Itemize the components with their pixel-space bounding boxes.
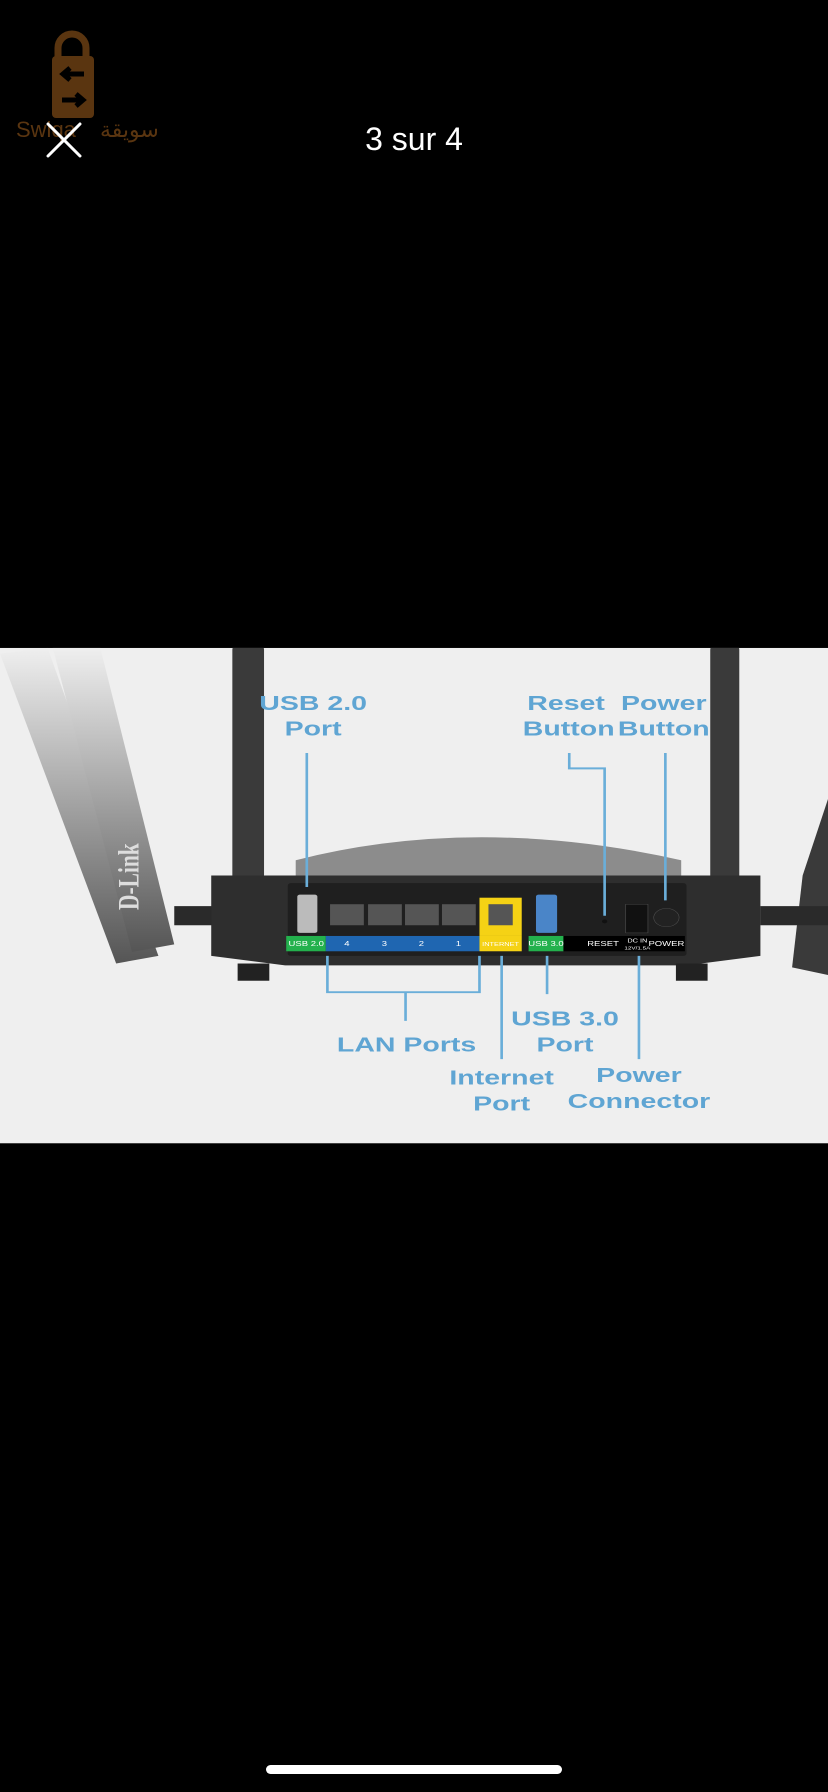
lan-ports [330, 904, 476, 926]
callout-internet-line1: Internet [449, 1066, 554, 1089]
left-antennas: D-Link [0, 647, 175, 964]
close-icon[interactable] [44, 120, 84, 160]
strip-dcin-spec: 12V/1.5A [624, 946, 650, 951]
router-vent [295, 837, 682, 876]
power-connector [625, 904, 649, 934]
strip-reset: RESET [587, 939, 619, 947]
strip-dcin: DC IN [627, 938, 647, 944]
strip-lan-1: 1 [456, 939, 462, 947]
antenna [232, 647, 265, 922]
brand-label: D-Link [112, 843, 145, 910]
strip-usb2: USB 2.0 [289, 939, 325, 947]
strip-lan-2: 2 [419, 939, 425, 947]
logo-arabic-text: سويقة [100, 118, 159, 143]
usb2-port [297, 894, 318, 933]
strip-power: POWER [648, 939, 684, 947]
callout-power-connector-line1: Power [596, 1064, 682, 1087]
callout-lan: LAN Ports [337, 1033, 476, 1056]
callout-power-button-line1: Power [621, 692, 707, 715]
callout-reset-line2: Button [523, 717, 615, 740]
store-logo: Swiqa سويقة [16, 30, 159, 143]
strip-usb3: USB 3.0 [528, 939, 564, 947]
strip-lan-3: 3 [382, 939, 388, 947]
callout-usb2-line1: USB 2.0 [259, 692, 367, 715]
callout-usb2-line2: Port [285, 717, 342, 740]
callout-internet-line2: Port [473, 1092, 530, 1115]
strip-internet: INTERNET [482, 942, 519, 948]
callout-usb3-line2: Port [537, 1033, 594, 1056]
reset-button [601, 919, 608, 924]
callout-usb3-line1: USB 3.0 [511, 1007, 619, 1030]
callout-power-button-line2: Button [618, 717, 710, 740]
antenna [710, 647, 740, 922]
callout-power-connector-line2: Connector [568, 1090, 711, 1113]
power-button [653, 908, 680, 927]
strip-lan-4: 4 [344, 939, 350, 947]
usb3-port [535, 894, 558, 933]
image-counter-title: 3 sur 4 [365, 121, 463, 157]
home-indicator[interactable] [266, 1765, 562, 1774]
callout-reset-line1: Reset [527, 692, 605, 715]
router-rear-ports-image: D-Link USB 2.0 4 3 2 1 INTERNET USB 3.0 … [0, 647, 828, 1144]
